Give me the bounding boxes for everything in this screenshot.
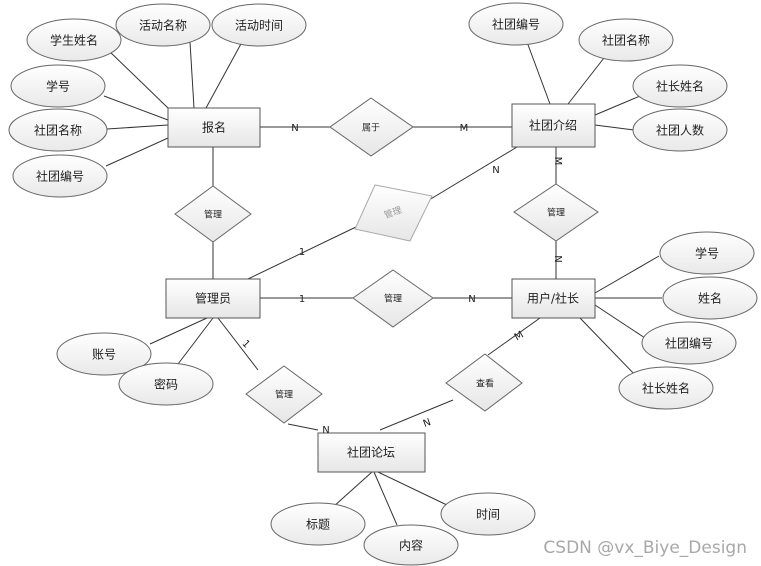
- relationship-manage-club-intro: 管理: [513, 183, 599, 242]
- attribute-activity-name: 活动名称: [115, 3, 211, 47]
- attribute-content: 内容: [363, 524, 459, 566]
- attribute-president-name: 社长姓名: [618, 366, 714, 410]
- svg-text:社团名称: 社团名称: [34, 123, 82, 138]
- attribute-time: 时间: [440, 492, 536, 536]
- cardinality-label: N: [492, 165, 499, 176]
- cardinality-label: 1: [299, 294, 305, 305]
- svg-text:账号: 账号: [92, 348, 116, 362]
- watermark: CSDN @vx_Biye_Design: [543, 538, 747, 558]
- attribute-student-name: 学生姓名: [26, 18, 122, 62]
- relationship-label: 属于: [362, 123, 380, 134]
- svg-text:学号: 学号: [46, 79, 70, 94]
- entity-admin: 管理员: [165, 278, 261, 319]
- relationship-admin-manage-intro: 管理: [354, 184, 433, 242]
- relationship-label: 管理: [275, 389, 293, 401]
- attribute-club-id: 社团编号: [12, 154, 108, 198]
- svg-text:活动时间: 活动时间: [235, 19, 283, 33]
- svg-text:时间: 时间: [476, 508, 500, 522]
- entity-club-intro: 社团介绍: [511, 103, 596, 148]
- entity-user-president: 用户/社长: [511, 278, 596, 319]
- attribute-club-id: 社团编号: [641, 321, 737, 365]
- attribute-student-id: 学号: [10, 64, 106, 108]
- entity-label: 社团介绍: [529, 118, 577, 133]
- cardinality-label: M: [552, 157, 563, 166]
- entity-label: 报名: [202, 120, 226, 135]
- entity-signup: 报名: [167, 107, 261, 148]
- relationship-label: 管理: [547, 207, 565, 219]
- cardinality-labels: N M N 1 M N 1 N 1 N M N: [240, 123, 563, 436]
- cardinality-label: N: [322, 425, 329, 436]
- cardinality-label: M: [513, 330, 526, 344]
- svg-text:社长姓名: 社长姓名: [642, 381, 690, 396]
- relationship-label: 管理: [384, 293, 402, 305]
- svg-text:密码: 密码: [154, 377, 178, 392]
- entity-club-forum: 社团论坛: [317, 432, 426, 473]
- attribute-club-name: 社团名称: [578, 18, 674, 62]
- svg-text:社团名称: 社团名称: [602, 33, 650, 48]
- svg-text:社团编号: 社团编号: [36, 169, 84, 184]
- connectors: [103, 41, 662, 526]
- relationship-user-view-forum: 查看: [445, 353, 523, 412]
- attribute-title: 标题: [270, 502, 366, 546]
- attribute-account: 账号: [56, 332, 152, 376]
- attribute-club-id: 社团编号: [468, 2, 564, 46]
- entity-label: 用户/社长: [527, 291, 579, 306]
- svg-text:姓名: 姓名: [698, 291, 722, 306]
- attribute-activity-time: 活动时间: [211, 3, 307, 47]
- svg-text:标题: 标题: [306, 518, 330, 532]
- cardinality-label: N: [291, 123, 298, 134]
- svg-text:社团人数: 社团人数: [656, 123, 704, 138]
- attribute-password: 密码: [118, 362, 214, 406]
- cardinality-label: N: [468, 294, 475, 305]
- svg-text:社团编号: 社团编号: [665, 336, 713, 351]
- svg-text:内容: 内容: [399, 538, 423, 553]
- relationship-manage-signup: 管理: [174, 185, 252, 243]
- svg-text:学号: 学号: [695, 246, 719, 261]
- attribute-member-count: 社团人数: [632, 108, 728, 152]
- attribute-student-id: 学号: [659, 231, 755, 275]
- cardinality-label: N: [552, 255, 563, 262]
- entity-label: 社团论坛: [347, 445, 395, 460]
- svg-text:活动名称: 活动名称: [139, 18, 187, 33]
- attribute-name: 姓名: [662, 276, 758, 320]
- cardinality-label: N: [422, 417, 433, 430]
- cardinality-label: M: [460, 123, 469, 134]
- entity-label: 管理员: [195, 291, 231, 306]
- relationship-belongs-to: 属于: [329, 97, 414, 157]
- attribute-club-name: 社团名称: [8, 108, 108, 152]
- svg-text:学生姓名: 学生姓名: [50, 33, 98, 48]
- relationship-label: 查看: [476, 378, 494, 390]
- relationship-admin-manage-forum: 管理: [245, 365, 323, 424]
- attribute-president-name: 社长姓名: [632, 64, 728, 108]
- svg-text:社长姓名: 社长姓名: [656, 79, 704, 94]
- relationship-label: 管理: [204, 209, 222, 221]
- cardinality-label: 1: [299, 247, 305, 258]
- relationship-admin-manage-user: 管理: [352, 269, 434, 328]
- svg-text:社团编号: 社团编号: [492, 17, 540, 32]
